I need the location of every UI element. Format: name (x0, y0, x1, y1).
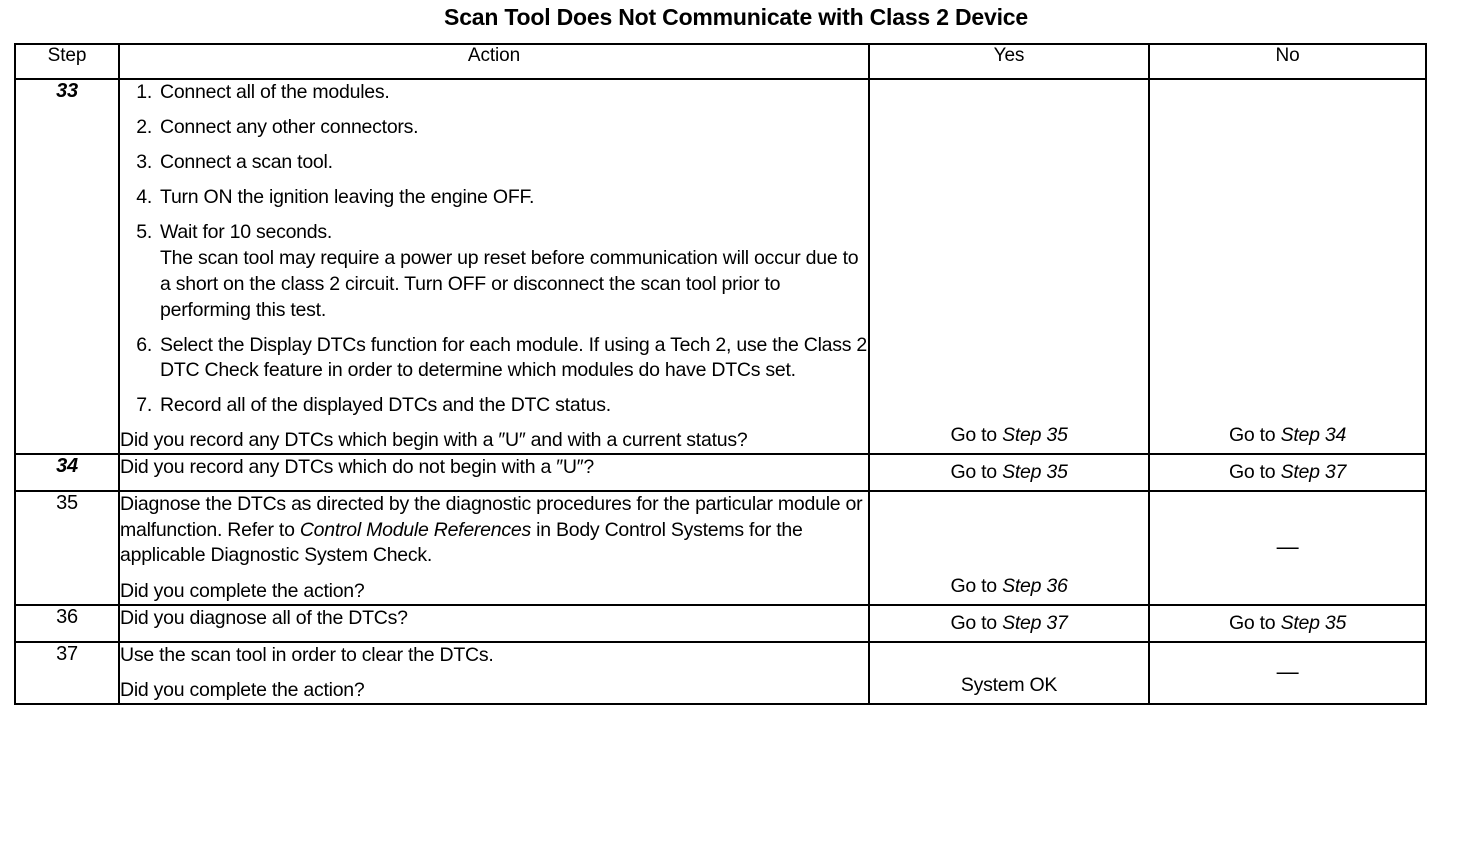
yes-prefix: Go to (950, 424, 1003, 446)
action-note: The scan tool may require a power up res… (160, 247, 859, 321)
yes-cell: Go to Step 35 (868, 453, 1150, 492)
list-item-number: 3. (136, 151, 152, 173)
list-item: 4. Turn ON the ignition leaving the engi… (120, 185, 868, 210)
list-item-text: Connect all of the modules. (160, 81, 390, 103)
list-item-number: 2. (136, 116, 152, 138)
table-body: 33 1. Connect all of the modules. 2. Con… (14, 78, 1427, 705)
column-header-yes: Yes (868, 43, 1150, 80)
table-header: Step Action Yes No (14, 43, 1427, 80)
no-cell: Go to Step 34 (1148, 78, 1427, 455)
list-item-number: 1. (136, 81, 152, 103)
yes-step-reference: Step 35 (1002, 461, 1068, 483)
table-row: 34 Did you record any DTCs which do not … (14, 453, 1427, 492)
list-item-text: Wait for 10 seconds. (160, 221, 333, 243)
action-cell: Use the scan tool in order to clear the … (118, 640, 870, 705)
action-question: Did you record any DTCs which begin with… (120, 429, 748, 451)
step-number: 35 (14, 490, 120, 606)
yes-prefix: Go to (950, 461, 1003, 483)
no-dash: — (1276, 658, 1299, 684)
step-number: 37 (14, 640, 120, 705)
table-row: 35 Diagnose the DTCs as directed by the … (14, 490, 1427, 606)
list-item: 1. Connect all of the modules. (120, 80, 868, 105)
list-item-number: 7. (136, 394, 152, 416)
no-cell: Go to Step 35 (1148, 603, 1427, 643)
list-item-number: 5. (136, 221, 152, 243)
list-item-text: Connect any other connectors. (160, 116, 419, 138)
no-prefix: Go to (1228, 424, 1281, 446)
action-question: Did you record any DTCs which do not beg… (120, 456, 594, 478)
no-prefix: Go to (1228, 611, 1281, 634)
list-item-text: Connect a scan tool. (160, 151, 333, 173)
list-item-number: 4. (136, 186, 152, 208)
yes-prefix: Go to (950, 574, 1003, 597)
table-row: 37 Use the scan tool in order to clear t… (14, 640, 1427, 705)
action-cell: Did you record any DTCs which do not beg… (118, 453, 870, 492)
step-number: 34 (14, 453, 120, 492)
list-item: 7. Record all of the displayed DTCs and … (120, 393, 868, 418)
action-cell: Diagnose the DTCs as directed by the dia… (118, 490, 870, 606)
yes-cell: Go to Step 36 (868, 490, 1150, 606)
no-step-reference: Step 34 (1280, 424, 1347, 446)
no-step-reference: Step 35 (1280, 611, 1347, 634)
no-cell: — (1148, 490, 1427, 606)
column-header-step: Step (14, 43, 120, 80)
table-row: 33 1. Connect all of the modules. 2. Con… (14, 78, 1427, 455)
action-text-part2: in Body Control Systems for the applicab… (120, 518, 803, 567)
action-text-part1: Diagnose the DTCs as directed by the dia… (120, 493, 863, 541)
yes-prefix: Go to (950, 611, 1003, 634)
yes-step-reference: Step 37 (1002, 611, 1068, 634)
column-header-no: No (1148, 43, 1427, 80)
no-cell: Go to Step 37 (1148, 453, 1427, 492)
yes-cell: Go to Step 37 (868, 603, 1150, 643)
header-row: Step Action Yes No (14, 43, 1427, 80)
step-number: 33 (14, 78, 120, 455)
action-question: Did you complete the action? (120, 679, 365, 701)
list-item-text: Select the Display DTCs function for eac… (160, 334, 868, 381)
yes-cell: System OK (868, 640, 1150, 705)
list-item: 5. Wait for 10 seconds. (120, 220, 868, 245)
action-cell: 1. Connect all of the modules. 2. Connec… (118, 78, 870, 455)
no-cell: — (1148, 640, 1427, 705)
table-row: 36 Did you diagnose all of the DTCs? Go … (14, 603, 1427, 643)
yes-cell: Go to Step 35 (868, 78, 1150, 455)
list-item-text: Turn ON the ignition leaving the engine … (160, 186, 535, 208)
list-item: 2. Connect any other connectors. (120, 115, 868, 140)
action-step-list-continued: 6. Select the Display DTCs function for … (120, 333, 868, 418)
no-dash: — (1276, 533, 1299, 559)
no-step-reference: Step 37 (1280, 461, 1347, 483)
action-question: Did you diagnose all of the DTCs? (120, 606, 408, 629)
action-cell: Did you diagnose all of the DTCs? (118, 603, 870, 643)
yes-step-reference: Step 35 (1002, 424, 1068, 446)
action-description: Diagnose the DTCs as directed by the dia… (120, 492, 868, 569)
action-step-list: 1. Connect all of the modules. 2. Connec… (120, 80, 868, 245)
page-title: Scan Tool Does Not Communicate with Clas… (444, 4, 1028, 30)
list-item: 6. Select the Display DTCs function for … (120, 333, 868, 383)
action-reference-title: Control Module References (299, 518, 531, 541)
column-header-action: Action (118, 43, 870, 80)
list-item-number: 6. (136, 334, 152, 356)
step-number: 36 (14, 603, 120, 643)
list-item-text: Record all of the displayed DTCs and the… (160, 394, 611, 416)
action-question: Did you complete the action? (120, 579, 365, 602)
action-description: Use the scan tool in order to clear the … (120, 643, 494, 666)
yes-step-reference: Step 36 (1002, 574, 1068, 597)
no-prefix: Go to (1228, 461, 1281, 483)
diagnostic-table: Step Action Yes No 33 1. Connect all of … (14, 43, 1427, 705)
list-item: 3. Connect a scan tool. (120, 150, 868, 175)
